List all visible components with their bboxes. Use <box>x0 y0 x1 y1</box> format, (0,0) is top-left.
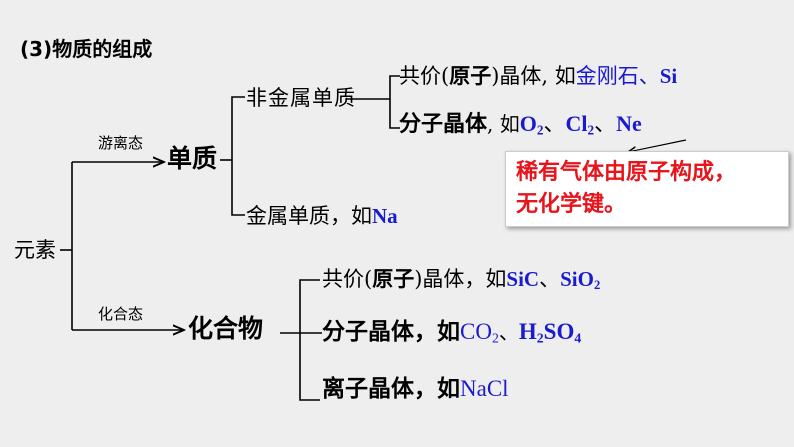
compound-ionic-crystal: 离子晶体，如NaCl <box>322 377 509 401</box>
text: 金属单质，如 <box>246 204 372 228</box>
compound-bracket <box>299 279 320 401</box>
compound-node: 化合物 <box>188 314 264 343</box>
nonmetal-simple-substance: 非金属单质 <box>246 86 356 110</box>
text: 分子晶体，如 <box>322 319 460 345</box>
example: 金刚石、 <box>575 64 660 88</box>
text: 共价( <box>322 267 373 291</box>
simple-bracket <box>231 96 245 216</box>
example: O <box>519 111 537 136</box>
example: SiO <box>560 267 594 291</box>
example: Ne <box>616 111 642 136</box>
note-line: 无化学键。 <box>516 192 627 217</box>
text: 、 <box>539 267 561 291</box>
subscript: 4 <box>574 330 582 346</box>
example: SiC <box>506 267 540 291</box>
example: Na <box>372 204 398 228</box>
page-title: (3)物质的组成 <box>20 37 153 61</box>
subscript: 2 <box>587 122 595 138</box>
free-state-label: 游离态 <box>98 134 144 152</box>
text: , 如 <box>487 112 520 136</box>
nonmetal-bracket <box>389 75 400 129</box>
compound-molecular-crystal: 分子晶体，如CO2、H2SO4 <box>322 320 581 345</box>
example: SO <box>543 319 575 344</box>
text: 分子晶体 <box>399 112 488 137</box>
subscript: 2 <box>536 330 544 346</box>
text: 、 <box>594 112 617 137</box>
text: 、 <box>543 112 566 137</box>
note-line: 稀有气体由原子构成， <box>516 160 737 185</box>
nonmetal-covalent-crystal: 共价(原子)晶体, 如金刚石、Si <box>399 66 677 87</box>
example: Si <box>659 64 678 88</box>
example: H <box>518 319 537 344</box>
text: 离子晶体，如 <box>322 376 460 402</box>
subscript: 2 <box>593 278 601 293</box>
text: 共价( <box>399 64 450 88</box>
noble-gas-note: 稀有气体由原子构成， 无化学键。 <box>505 151 789 227</box>
text: 原子 <box>372 267 415 291</box>
subscript: 2 <box>491 330 499 346</box>
text: 、 <box>498 320 519 344</box>
combined-state-label: 化合态 <box>98 305 144 323</box>
compound-covalent-crystal: 共价(原子)晶体，如SiC、SiO2 <box>322 269 600 292</box>
simple-substance-node: 单质 <box>167 144 218 173</box>
nonmetal-molecular-crystal: 分子晶体, 如O2、Cl2、Ne <box>399 113 642 137</box>
example: CO <box>460 319 492 344</box>
example: NaCl <box>460 376 509 401</box>
text: )晶体, 如 <box>491 64 576 88</box>
metal-simple-substance: 金属单质，如Na <box>246 206 398 227</box>
example: Cl <box>565 111 588 136</box>
subscript: 2 <box>536 122 544 138</box>
root-element: 元素 <box>14 238 56 262</box>
note-arrow <box>628 139 687 152</box>
text: )晶体，如 <box>414 267 507 291</box>
text: 原子 <box>449 64 492 88</box>
